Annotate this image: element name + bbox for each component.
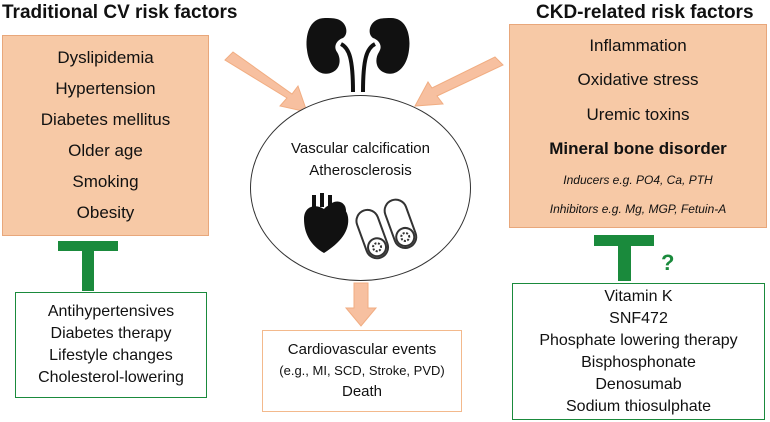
mineral-bone-disorder: Mineral bone disorder — [549, 139, 727, 159]
risk-factor-item: Older age — [68, 141, 143, 161]
risk-factor-item: Hypertension — [55, 78, 156, 98]
vascular-outcomes-text: Vascular calcification Atherosclerosis — [250, 138, 471, 182]
right-inhibition-bar — [594, 235, 654, 281]
treatment-item: Bisphosphonate — [581, 353, 696, 371]
traditional-risk-factors-box: Dyslipidemia Hypertension Diabetes melli… — [2, 35, 209, 236]
heart-icon — [304, 193, 349, 253]
treatment-item: Vitamin K — [604, 287, 673, 305]
vascular-calcification-ellipse — [250, 95, 471, 281]
inducers-note: Inducers e.g. PO4, Ca, PTH — [563, 173, 713, 188]
vascular-calcification-label: Vascular calcification — [291, 140, 430, 157]
ckd-treatments-box: Vitamin K SNF472 Phosphate lowering ther… — [512, 283, 765, 420]
right-heading: CKD-related risk factors — [536, 2, 754, 23]
risk-factor-item: Oxidative stress — [577, 70, 699, 90]
treatment-item: Cholesterol-lowering — [38, 369, 184, 386]
risk-factor-item: Smoking — [72, 172, 139, 192]
calcified-vessel-icon — [355, 198, 418, 260]
kidneys-icon — [306, 18, 410, 93]
outcome-death: Death — [341, 383, 383, 400]
treatment-item: Lifestyle changes — [49, 347, 173, 364]
risk-factor-item: Uremic toxins — [586, 104, 690, 124]
treatment-item: Denosumab — [595, 375, 682, 393]
risk-factor-item: Dyslipidemia — [57, 47, 154, 67]
treatment-item: SNF472 — [609, 309, 668, 327]
arrow-right-to-center — [414, 56, 504, 107]
ckd-risk-factors-box: Inflammation Oxidative stress Uremic tox… — [509, 24, 767, 228]
uncertain-marker: ? — [661, 250, 675, 275]
inhibitors-note: Inhibitors e.g. Mg, MGP, Fetuin-A — [549, 201, 727, 216]
traditional-treatments-box: Antihypertensives Diabetes therapy Lifes… — [15, 292, 207, 398]
outcome-line: Cardiovascular events — [287, 341, 437, 358]
treatment-item: Phosphate lowering therapy — [539, 331, 738, 349]
left-inhibition-bar — [58, 241, 118, 291]
risk-factor-item: Obesity — [76, 203, 135, 223]
cardiovascular-events-box: Cardiovascular events (e.g., MI, SCD, St… — [262, 330, 462, 412]
left-heading: Traditional CV risk factors — [2, 2, 238, 23]
risk-factor-item: Inflammation — [589, 36, 687, 56]
outcome-examples: (e.g., MI, SCD, Stroke, PVD) — [279, 363, 445, 378]
treatment-item: Antihypertensives — [47, 303, 175, 320]
treatment-item: Sodium thiosulphate — [566, 397, 711, 415]
arrow-left-to-center — [224, 51, 308, 113]
treatment-item: Diabetes therapy — [50, 325, 172, 342]
risk-factor-item: Diabetes mellitus — [40, 109, 171, 129]
atherosclerosis-label: Atherosclerosis — [309, 162, 412, 179]
arrow-center-to-outcome — [344, 282, 378, 327]
